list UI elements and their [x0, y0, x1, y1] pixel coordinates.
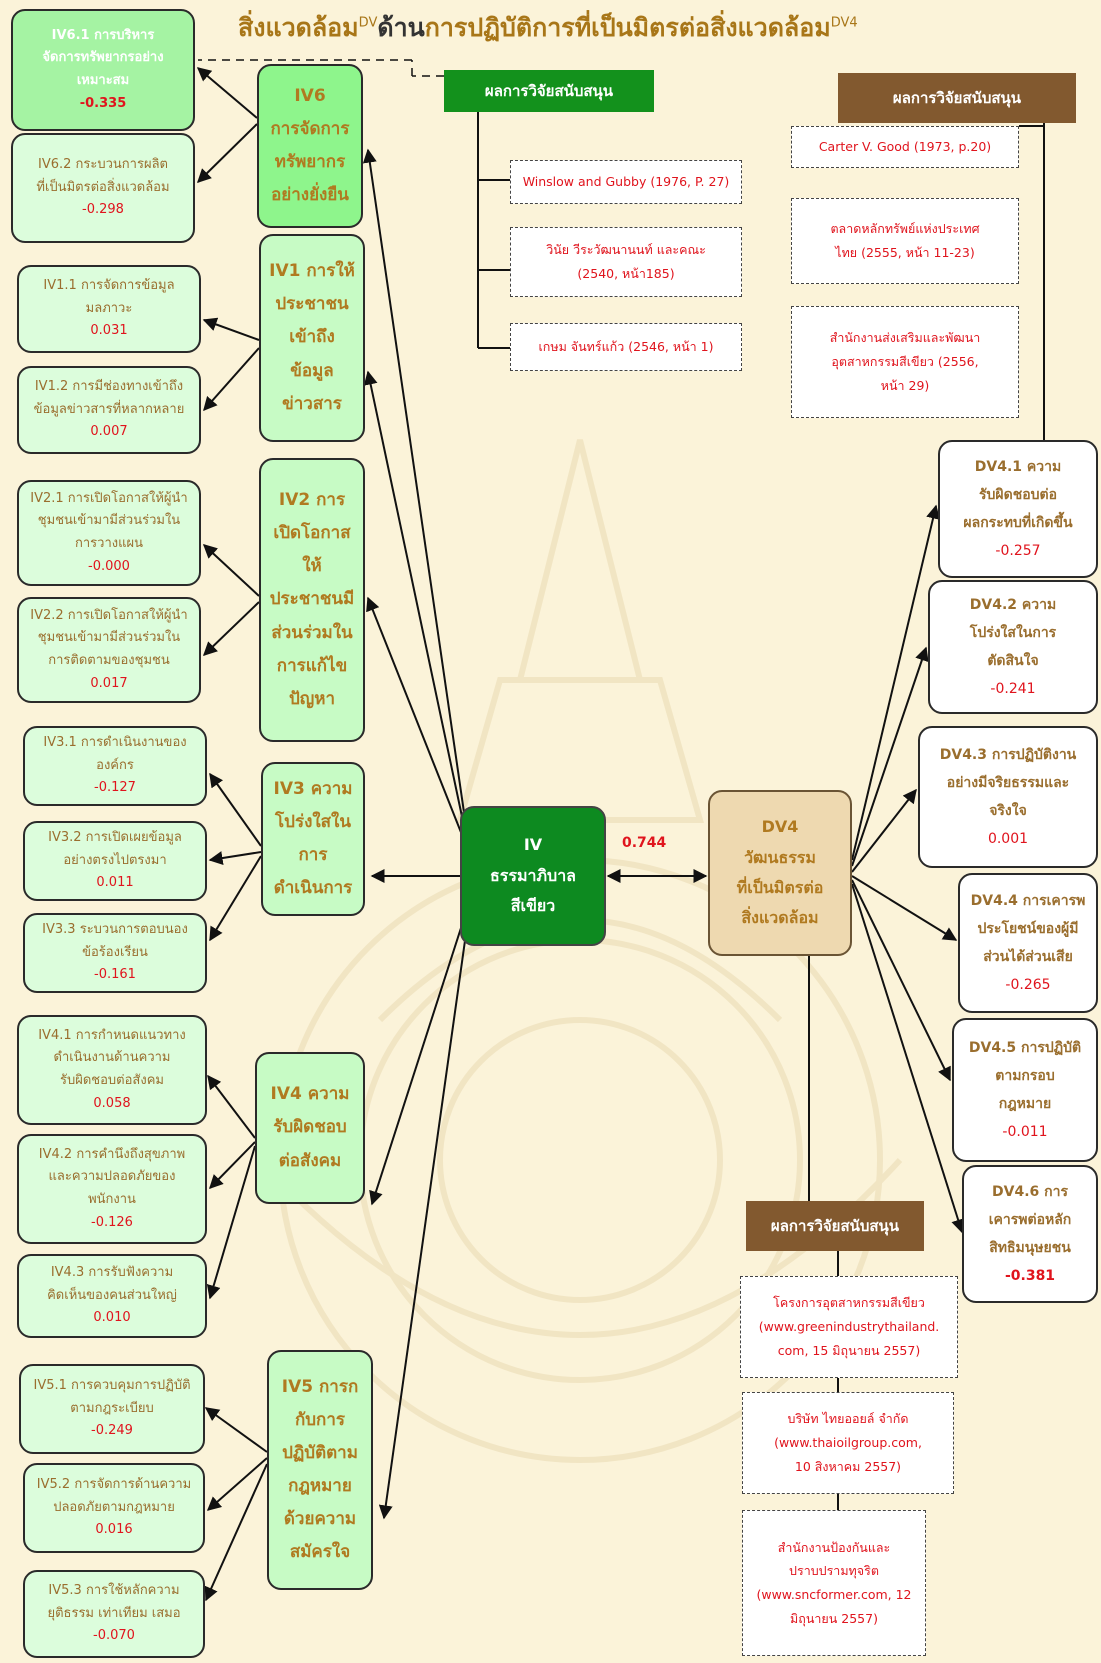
- edge-iv-to-iv6: [362, 148, 469, 841]
- edge-iv6-to-iv6-1: [196, 67, 258, 119]
- edge-iv-to-iv4: [369, 899, 471, 1206]
- edge-iv-to-iv5: [378, 904, 471, 1520]
- edge-dv4-to-dv4-4: [851, 875, 958, 941]
- diagram-title: สิ่งแวดล้อมDVด้านการปฏิบัติการที่เป็นมิต…: [238, 13, 858, 42]
- iv3-group-node: IV3 ความโปร่งใสในการดำเนินการ: [261, 762, 365, 916]
- edge-iv5-to-iv5-3: [204, 1463, 268, 1602]
- dv4-5-node: DV4.5 การปฏิบัติตามกรอบกฎหมาย-0.011: [952, 1018, 1098, 1162]
- edge-iv-to-iv1: [363, 370, 469, 846]
- edge-iv3-to-iv3-1: [209, 772, 262, 847]
- support-label-brown-top: ผลการวิจัยสนับสนุน: [838, 73, 1076, 123]
- edge-iv2-to-iv2-2: [202, 601, 260, 656]
- iv4-group-node: IV4 ความรับผิดชอบต่อสังคม: [255, 1052, 365, 1204]
- iv6-1-node: IV6.1 การบริหารจัดการทรัพยากรอย่างเหมาะส…: [11, 9, 195, 131]
- edge-iv3-to-iv3-3: [209, 855, 262, 942]
- ref-nacc: สำนักงานป้องกันและปราบปรามทุจริต(www.snc…: [742, 1510, 926, 1656]
- iv1-2-node: IV1.2 การมีช่องทางเข้าถึงข้อมูลข่าวสารที…: [17, 366, 201, 454]
- iv5-group-node: IV5 การกกับการปฏิบัติตามกฎหมายด้วยความสม…: [267, 1350, 373, 1590]
- edge-dv4-to-dv4-1: [851, 504, 940, 861]
- iv2-2-node: IV2.2 การเปิดโอกาสให้ผู้นำชุมชนเข้ามามีส…: [17, 597, 201, 703]
- edge-dv4-to-dv4-6: [851, 883, 965, 1234]
- iv3-1-node: IV3.1 การดำเนินงานขององค์กร-0.127: [23, 726, 207, 806]
- iv3-3-node: IV3.3 ระบวนการตอบนองข้อร้องเรียน-0.161: [23, 913, 207, 993]
- iv2-group-node: IV2 การเปิดโอกาสให้ประชาชนมีส่วนร่วมในกา…: [259, 458, 365, 742]
- ref-green-industry-project: โครงการอุตสาหกรรมสีเขียว(www.greenindust…: [740, 1276, 958, 1378]
- ref-thaioil: บริษัท ไทยออยล์ จำกัด(www.thaioilgroup.c…: [742, 1392, 954, 1494]
- edge-dv4-to-dv4-2: [851, 646, 929, 867]
- edge-iv4-to-iv4-1: [207, 1074, 256, 1139]
- edge-iv-to-iv2: [366, 596, 469, 851]
- ref-green-industry-office: สำนักงานส่งเสริมและพัฒนาอุตสาหกรรมสีเขีย…: [791, 306, 1019, 418]
- iv5-3-node: IV5.3 การใช้หลักความยุติธรรม เท่าเทียม เ…: [23, 1570, 205, 1658]
- ref-carter: Carter V. Good (1973, p.20): [791, 126, 1019, 168]
- dv4-4-node: DV4.4 การเคารพประโยชน์ของผู้มีส่วนได้ส่ว…: [958, 873, 1098, 1013]
- edge-iv5-to-iv5-1: [204, 1407, 268, 1453]
- iv4-3-node: IV4.3 การรับฟังความคิดเห็นของคนส่วนใหญ่0…: [17, 1254, 207, 1338]
- edge-iv5-to-iv5-2: [206, 1457, 268, 1511]
- ref-winai: วินัย วีระวัฒนานนท์ และคณะ(2540, หน้า185…: [510, 227, 742, 297]
- iv1-group-node: IV1 การให้ประชาชนเข้าถึงข้อมูลข่าวสาร: [259, 234, 365, 442]
- ref-kasem: เกษม จันทร์แก้ว (2546, หน้า 1): [510, 323, 742, 371]
- correlation-value: 0.744: [622, 835, 667, 851]
- iv2-1-node: IV2.1 การเปิดโอกาสให้ผู้นำชุมชนเข้ามามีส…: [17, 480, 201, 586]
- dv4-2-node: DV4.2 ความโปร่งใสในการตัดสินใจ-0.241: [928, 580, 1098, 714]
- dv4-1-node: DV4.1 ความรับผิดชอบต่อผลกระทบที่เกิดขึ้น…: [938, 440, 1098, 578]
- edge-dv4-to-dv4-5: [851, 879, 951, 1082]
- iv6-2-node: IV6.2 กระบวนการผลิตที่เป็นมิตรต่อสิ่งแวด…: [11, 133, 195, 243]
- ref-set: ตลาดหลักทรัพย์แห่งประเทศไทย (2555, หน้า …: [791, 198, 1019, 284]
- support-label-green: ผลการวิจัยสนับสนุน: [444, 70, 654, 112]
- dv4-3-node: DV4.3 การปฏิบัติงานอย่างมีจริยธรรมและจริ…: [918, 726, 1098, 868]
- edge-iv6-to-iv6-2: [197, 123, 258, 183]
- dv4-6-node: DV4.6 การเคารพต่อหลักสิทธิมนุษยชน-0.381: [962, 1165, 1098, 1303]
- support-label-brown-bottom: ผลการวิจัยสนับสนุน: [746, 1201, 924, 1251]
- edge-iv4-to-iv4-3: [206, 1145, 256, 1300]
- edge-iv2-to-iv2-1: [202, 544, 260, 597]
- iv4-2-node: IV4.2 การคำนึงถึงสุขภาพและความปลอดภัยของ…: [17, 1134, 207, 1244]
- iv4-1-node: IV4.1 การกำหนดแนวทางดำเนินงานด้านความรับ…: [17, 1015, 207, 1125]
- edge-iv3-to-iv3-2: [208, 851, 262, 865]
- edge-iv4-to-iv4-2: [209, 1141, 256, 1190]
- edge-dv4-to-dv4-3: [851, 788, 917, 873]
- edge-iv1-to-iv1-1: [202, 317, 260, 341]
- iv5-1-node: IV5.1 การควบคุมการปฏิบัติตามกฎระเบียบ-0.…: [19, 1364, 205, 1454]
- edge-iv1-to-iv1-2: [203, 347, 260, 412]
- ref-winslow: Winslow and Gubby (1976, P. 27): [510, 160, 742, 204]
